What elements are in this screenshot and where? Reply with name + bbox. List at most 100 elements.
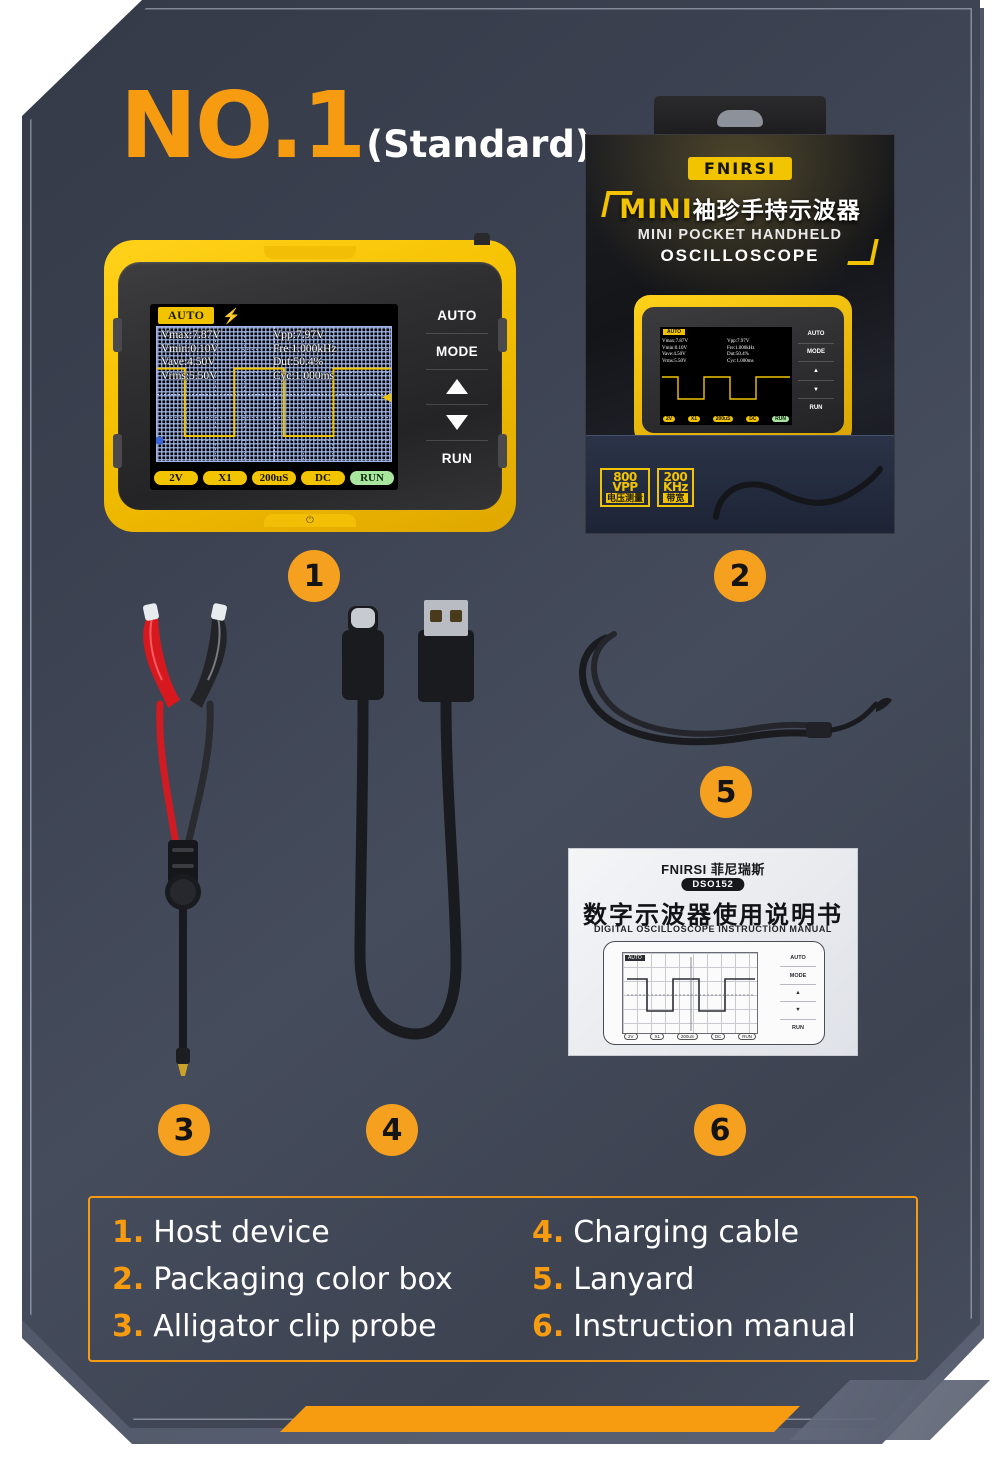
legend-text-2: Packaging color box (153, 1261, 453, 1297)
box-badge-bandwidth: 200 KHz 带宽 (657, 468, 694, 507)
box-device-mode-tag: AUTO (663, 329, 686, 335)
manual-model-badge: DSO152 (681, 878, 745, 891)
manual-key-mode: MODE (780, 967, 816, 985)
usb-c-connector (342, 630, 384, 700)
box-device-measurements: Vmax:7.87V Vpp:7.97V Vmin:0.10V Fre:1.00… (662, 339, 790, 365)
box-subtitle-2: OSCILLOSCOPE (660, 246, 820, 265)
legend-num-3: 3. (112, 1308, 145, 1344)
up-button[interactable] (426, 370, 488, 406)
manual-device-pills: 2V X1 200uS DC RUN (624, 1033, 756, 1040)
box-pill-coupling: DC (746, 416, 760, 422)
legend-num-6: 6. (532, 1308, 565, 1344)
page-title: NO.1 (Standard) (120, 80, 592, 172)
box-feature-badges: 800 VPP 电压测量 200 KHz 带宽 (600, 468, 694, 507)
badge-2: 2 (714, 550, 766, 602)
manual-device-illustration: AUTO AUTO MODE ▲ ▼ RUN 2V X1 200uS DC RU… (603, 941, 825, 1045)
down-button[interactable] (426, 405, 488, 442)
device-top-tab (264, 246, 356, 259)
manual-title-en: DIGITAL OSCILLOSCOPE INSTRUCTION MANUAL (593, 924, 833, 934)
device-antenna (474, 233, 490, 245)
status-pill-timebase[interactable]: 200uS (252, 471, 296, 485)
charging-cable (342, 600, 474, 1040)
red-alligator-clip (143, 612, 180, 708)
box-device-waveform (662, 376, 790, 400)
device-bottom-tab: ⏻ (264, 514, 356, 527)
box-meas-cyc: Cyc:1.000ms (727, 358, 754, 364)
manual-key-up: ▲ (780, 985, 816, 1003)
box-badge-bandwidth-value: 200 (663, 470, 688, 484)
waveform-trace (157, 367, 391, 438)
box-pill-timebase: 200uS (712, 416, 734, 422)
box-key-down: ▼ (798, 381, 834, 400)
manual-key-down: ▼ (780, 1002, 816, 1020)
box-pill-run: RUN (772, 416, 789, 422)
meas-vave: Vave:4.50V (161, 356, 216, 368)
box-badge-bandwidth-label: 带宽 (663, 493, 688, 503)
manual-key-run: RUN (792, 1024, 804, 1031)
device-screen: AUTO ⚡ (150, 304, 398, 490)
box-device-keys: AUTO MODE ▲ ▼ RUN (798, 325, 834, 417)
device-side-nub-left-top (113, 318, 122, 352)
run-button[interactable]: RUN (441, 451, 473, 467)
auto-button[interactable]: AUTO (426, 298, 488, 334)
meas-vmax: Vmax:7.87V (161, 329, 221, 341)
status-pill-probe[interactable]: X1 (203, 471, 247, 485)
probe-bnc-connector (178, 1064, 188, 1076)
legend-text-4: Charging cable (573, 1214, 800, 1250)
box-key-run: RUN (809, 405, 823, 412)
box-meas-vave: Vave:4.50V (662, 352, 686, 357)
meas-dut: Dut:50.4% (273, 356, 324, 368)
meas-vrms: Vrms:5.50V (161, 369, 218, 382)
legend-num-1: 1. (112, 1214, 145, 1250)
box-meas-vmin: Vmin:0.10V (662, 345, 688, 351)
box-key-auto: AUTO (798, 325, 834, 344)
manual-pill-timebase: 200uS (676, 1033, 698, 1040)
device-body: AUTO ⚡ (113, 262, 507, 510)
up-arrow-icon (446, 379, 468, 395)
mode-button[interactable]: MODE (426, 334, 488, 370)
box-title-cn: 袖珍手持示波器 (692, 198, 861, 224)
box-front-face: FNIRSI MINI袖珍手持示波器 MINI POCKET HANDHELD … (585, 134, 895, 534)
legend-text-1: Host device (153, 1214, 330, 1250)
box-meas-vmax: Vmax:7.87V (662, 339, 688, 344)
legend-box: 1. Host device 4. Charging cable 2. Pack… (88, 1196, 918, 1362)
screen-status-bar: 2V X1 200uS DC RUN (154, 469, 394, 487)
oscilloscope-device: AUTO ⚡ (104, 233, 516, 532)
meas-fre: Fre:1.000kHz (273, 342, 337, 355)
legend-text-6: Instruction manual (573, 1308, 856, 1344)
manual-brand: FNIRSI 菲尼瑞斯 (661, 862, 765, 877)
manual-device-waveform (627, 957, 755, 1031)
grid-lines (157, 327, 391, 461)
black-alligator-clip (190, 612, 227, 708)
status-pill-run[interactable]: RUN (350, 471, 394, 485)
screen-mode-tag: AUTO (158, 307, 215, 324)
screen-topbar: AUTO ⚡ (150, 304, 398, 326)
box-lanyard-overlay (713, 466, 883, 520)
box-badge-bandwidth-unit: KHz (663, 480, 688, 494)
legend-item-1: 1. Host device (112, 1209, 532, 1256)
usb-a-connector (418, 630, 474, 702)
meas-vpp: Vpp:7.97V (273, 329, 325, 341)
channel-offset-marker-icon (156, 437, 163, 444)
box-meas-vpp: Vpp:7.97V (727, 339, 750, 344)
lanyard (579, 631, 892, 746)
badge-6: 6 (694, 1104, 746, 1156)
box-title: MINI袖珍手持示波器 (586, 191, 894, 225)
box-badge-voltage-value: 800 (613, 470, 637, 484)
device-side-nub-right-top (498, 318, 507, 352)
lightning-bolt-icon: ⚡ (222, 308, 241, 325)
legend-item-3: 3. Alligator clip probe (112, 1303, 532, 1350)
measurement-readout: Vmax:7.87V Vpp:7.97V Vmin:0.10V Fre:1.00… (161, 329, 389, 383)
box-device-status-pills: 2V X1 200uS DC RUN (663, 416, 789, 422)
box-subtitle: MINI POCKET HANDHELD (637, 227, 843, 243)
meas-vmin: Vmin:0.10V (161, 342, 219, 355)
alligator-clip-probe (143, 603, 227, 1076)
box-meas-dut: Dut:50.4% (727, 352, 749, 357)
box-key-up: ▲ (798, 362, 834, 381)
status-pill-volts[interactable]: 2V (154, 471, 198, 485)
manual-device-screen: AUTO (622, 952, 758, 1034)
down-arrow-icon (446, 415, 468, 431)
status-pill-coupling[interactable]: DC (301, 471, 345, 485)
legend-item-4: 4. Charging cable (532, 1209, 894, 1256)
legend-item-6: 6. Instruction manual (532, 1303, 894, 1350)
